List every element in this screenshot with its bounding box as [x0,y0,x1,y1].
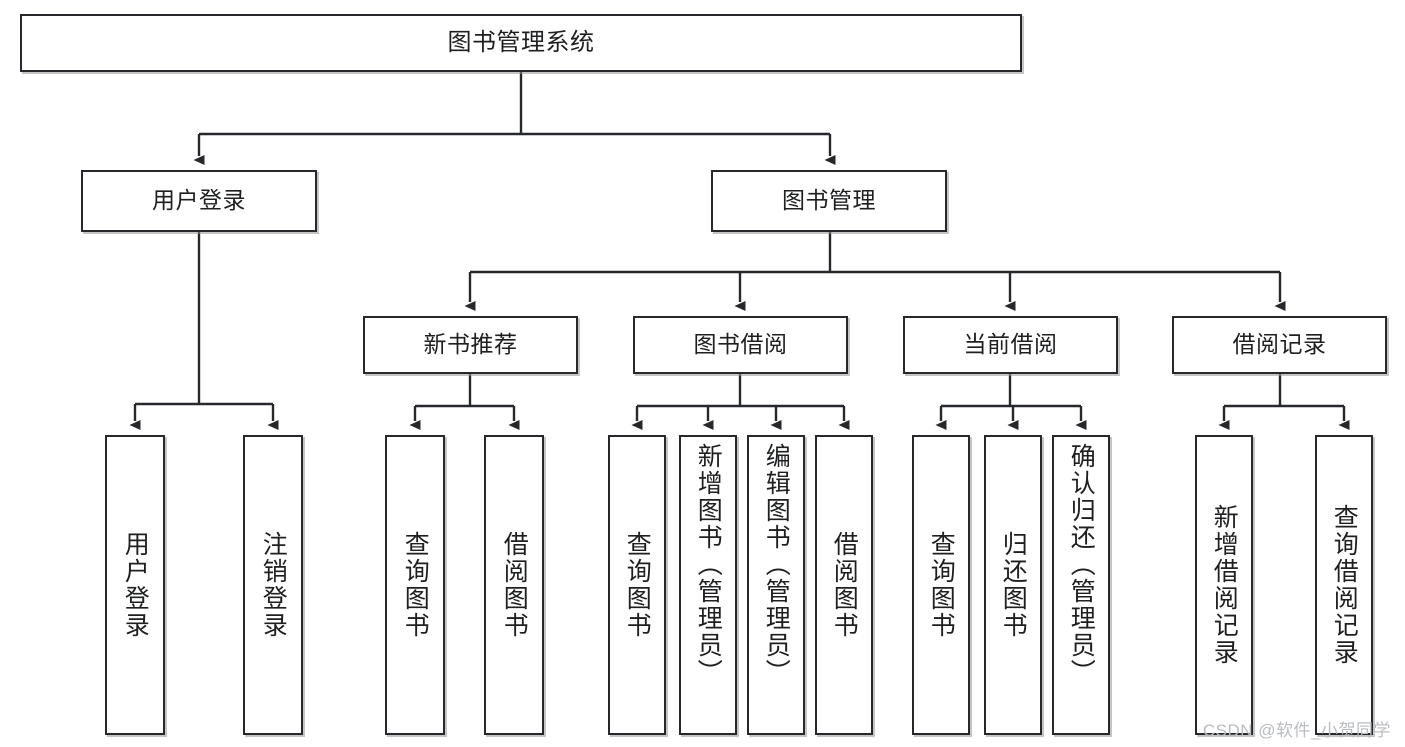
leaf-query-book-2-label: 查询图书 [623,531,652,639]
node-book-manage-label: 图书管理 [782,187,876,214]
leaf-borrow-book-2[interactable]: 借阅图书 [815,435,873,735]
leaf-query-book-1[interactable]: 查询图书 [385,435,445,735]
leaf-user-login-label: 用户登录 [121,531,150,639]
leaf-confirm-return-admin-label: 确认归还（管理员） [1067,443,1096,686]
leaf-user-login[interactable]: 用户登录 [105,435,165,735]
leaf-add-borrow-record-label: 新增借阅记录 [1210,504,1239,666]
leaf-edit-book-admin[interactable]: 编辑图书（管理员） [747,435,805,735]
node-book-manage[interactable]: 图书管理 [711,170,947,232]
leaf-borrow-book-1[interactable]: 借阅图书 [484,435,544,735]
node-book-borrow[interactable]: 图书借阅 [633,316,848,374]
node-root[interactable]: 图书管理系统 [20,14,1022,72]
leaf-return-book[interactable]: 归还图书 [984,435,1042,735]
leaf-borrow-book-1-label: 借阅图书 [500,531,529,639]
leaf-logout-login-label: 注销登录 [259,531,288,639]
leaf-add-borrow-record[interactable]: 新增借阅记录 [1195,435,1253,735]
leaf-confirm-return-admin[interactable]: 确认归还（管理员） [1052,435,1110,735]
leaf-query-book-2[interactable]: 查询图书 [608,435,666,735]
leaf-edit-book-admin-label: 编辑图书（管理员） [762,443,791,686]
leaf-logout-login[interactable]: 注销登录 [243,435,303,735]
leaf-query-book-1-label: 查询图书 [401,531,430,639]
node-borrow-record[interactable]: 借阅记录 [1172,316,1387,374]
csdn-watermark: CSDN @软件_小贺同学 [1202,721,1391,740]
leaf-query-borrow-record[interactable]: 查询借阅记录 [1315,435,1373,735]
node-book-borrow-label: 图书借阅 [693,331,788,358]
node-new-book-recommend-label: 新书推荐 [423,331,518,358]
node-current-borrow-label: 当前借阅 [963,331,1058,358]
leaf-query-book-3[interactable]: 查询图书 [912,435,970,735]
node-current-borrow[interactable]: 当前借阅 [903,316,1118,374]
node-new-book-recommend[interactable]: 新书推荐 [363,316,578,374]
node-user-login-label: 用户登录 [152,187,246,214]
leaf-query-borrow-record-label: 查询借阅记录 [1330,504,1359,666]
node-user-login[interactable]: 用户登录 [81,170,317,232]
leaf-query-book-3-label: 查询图书 [927,531,956,639]
node-root-label: 图书管理系统 [447,28,595,56]
leaf-borrow-book-2-label: 借阅图书 [830,531,859,639]
leaf-return-book-label: 归还图书 [999,531,1028,639]
leaf-add-book-admin-label: 新增图书（管理员） [694,443,723,686]
leaf-add-book-admin[interactable]: 新增图书（管理员） [679,435,737,735]
node-borrow-record-label: 借阅记录 [1232,331,1327,358]
